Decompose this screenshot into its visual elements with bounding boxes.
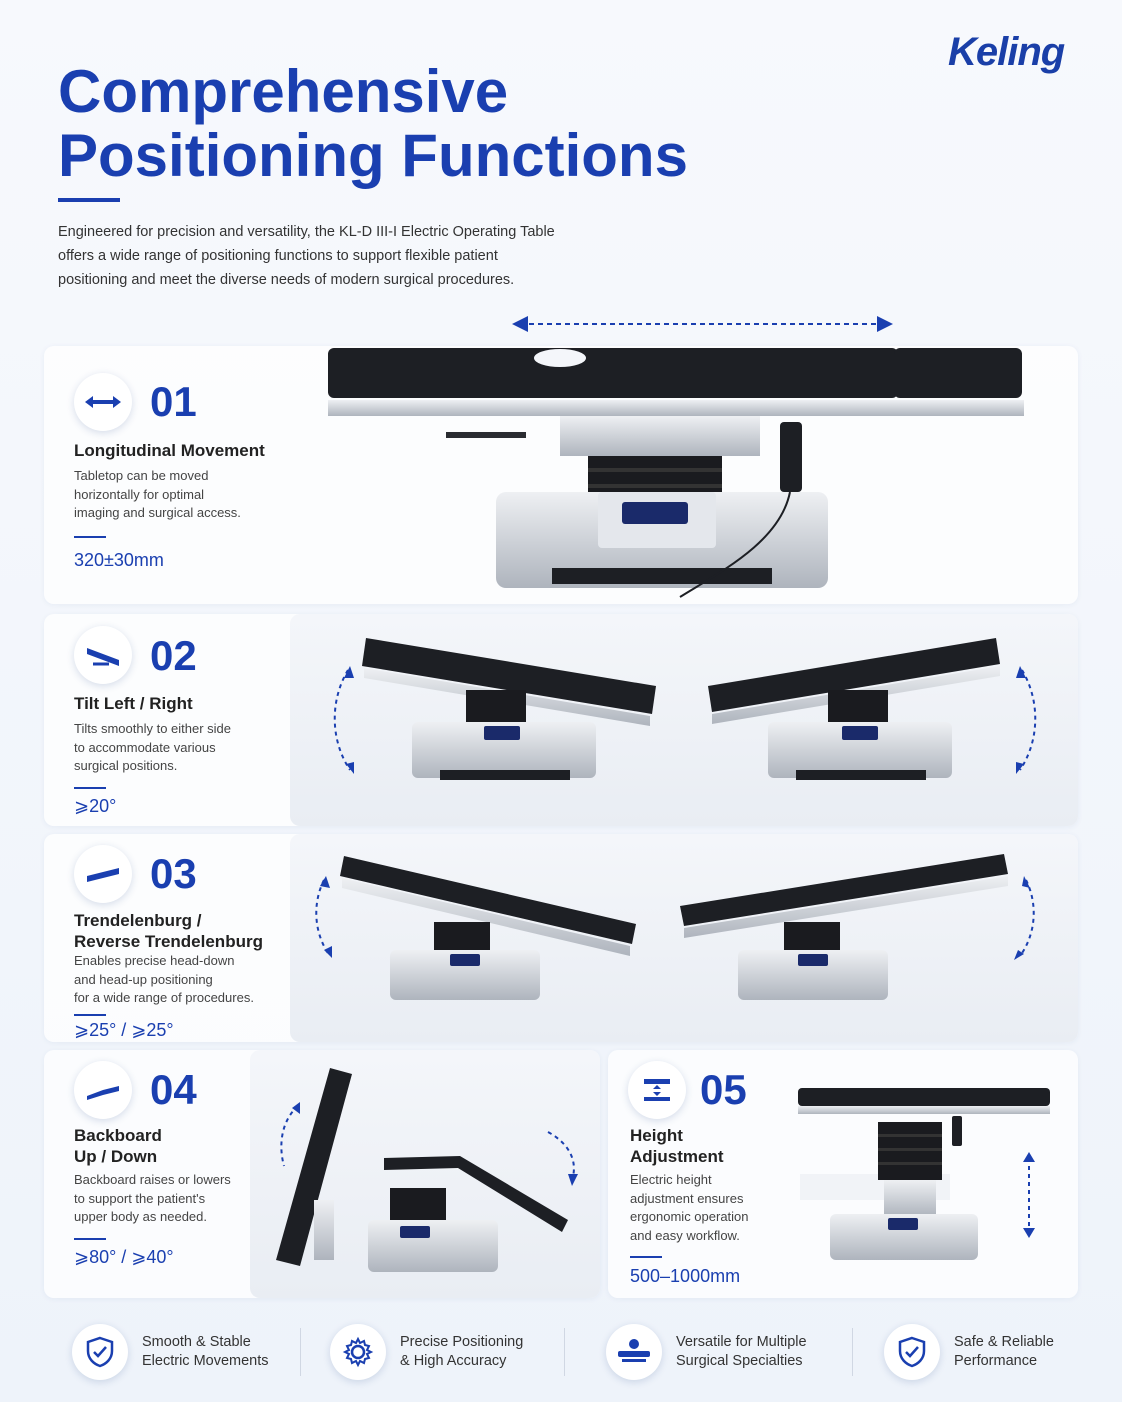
divider [852, 1328, 853, 1376]
operating-table-illustration-trendelenburg [315, 854, 1035, 1000]
trendelenburg-icon [74, 845, 132, 903]
benefit-line: Smooth & Stable [142, 1334, 251, 1350]
desc-line: horizontally for optimal [74, 486, 205, 502]
feature-name: Trendelenburg / Reverse Trendelenburg [74, 910, 263, 952]
feature-name: Height Adjustment [630, 1125, 724, 1167]
operating-table-illustration-longitudinal [328, 316, 1024, 598]
desc-line: ergonomic operation [630, 1209, 749, 1224]
feature-value: ⩾80° / ⩾40° [74, 1247, 174, 1267]
shield-check-icon [884, 1324, 940, 1380]
benefit-line: Safe & Reliable [954, 1334, 1054, 1350]
backboard-icon [74, 1061, 132, 1119]
value-divider [74, 787, 106, 789]
desc-line: upper body as needed. [74, 1209, 207, 1224]
gear-icon [330, 1324, 386, 1380]
divider [300, 1328, 301, 1376]
benefit-text: Safe & Reliable Performance [954, 1333, 1054, 1371]
intro-line-3: positioning and meet the diverse needs o… [58, 272, 515, 288]
feature-number: 02 [150, 632, 197, 679]
feature-value: ⩾20° [74, 796, 117, 816]
desc-line: Backboard raises or lowers [74, 1172, 231, 1187]
brand-logo: Keling [948, 30, 1065, 74]
divider [564, 1328, 565, 1376]
patient-table-icon [606, 1324, 662, 1380]
benefit-precise: Precise Positioning & High Accuracy [330, 1324, 523, 1380]
benefit-line: Performance [954, 1353, 1038, 1369]
feature-description: Tabletop can be moved horizontally for o… [74, 467, 241, 523]
name-line: Trendelenburg / [74, 911, 202, 930]
benefit-line: & High Accuracy [400, 1353, 507, 1369]
desc-line: to support the patient's [74, 1190, 206, 1206]
operating-table-illustration-tilt [333, 638, 1037, 780]
desc-line: to accommodate various [74, 739, 216, 755]
feature-description: Backboard raises or lowers to support th… [74, 1171, 231, 1227]
page-title: Comprehensive Positioning Functions [58, 60, 698, 188]
feature-description: Tilts smoothly to either side to accommo… [74, 720, 231, 776]
value-divider [74, 536, 106, 538]
desc-line: Electric height [630, 1172, 712, 1187]
desc-line: imaging and surgical access. [74, 505, 241, 520]
feature-name: Tilt Left / Right [74, 694, 193, 713]
desc-line: Enables precise head-down [74, 953, 235, 968]
desc-line: surgical positions. [74, 758, 178, 773]
operating-table-illustration-backboard [276, 1068, 578, 1272]
title-underline [58, 198, 120, 202]
feature-value: 500–1000mm [630, 1266, 741, 1286]
feature-number: 03 [150, 850, 197, 897]
desc-line: for a wide range of procedures. [74, 990, 254, 1005]
name-line: Reverse Trendelenburg [74, 932, 263, 951]
name-line: Up / Down [74, 1147, 158, 1166]
intro-line-1: Engineered for precision and versatility… [58, 224, 555, 240]
desc-line: and easy workflow. [630, 1227, 740, 1243]
benefit-line: Versatile for Multiple [676, 1334, 807, 1350]
feature-value: ⩾25° / ⩾25° [74, 1020, 174, 1040]
name-line: Backboard [74, 1126, 162, 1145]
feature-value: 320±30mm [74, 550, 164, 570]
benefit-text: Smooth & Stable Electric Movements [142, 1333, 269, 1371]
intro-text: Engineered for precision and versatility… [58, 220, 558, 292]
desc-line: Tilts smoothly to either side [74, 721, 232, 736]
benefit-versatile: Versatile for Multiple Surgical Specialt… [606, 1324, 807, 1380]
desc-line: adjustment ensures [630, 1190, 744, 1206]
name-line: Height [630, 1126, 683, 1145]
feature-description: Electric height adjustment ensures ergon… [630, 1171, 749, 1245]
shield-check-icon [72, 1324, 128, 1380]
name-line: Adjustment [630, 1147, 724, 1166]
feature-number: 01 [150, 378, 197, 425]
value-divider [630, 1256, 662, 1258]
feature-name: Backboard Up / Down [74, 1125, 162, 1167]
benefit-text: Precise Positioning & High Accuracy [400, 1333, 523, 1371]
intro-line-2: offers a wide range of positioning funct… [58, 248, 498, 264]
double-arrow-icon [74, 373, 132, 431]
desc-line: and head-up positioning [74, 971, 213, 987]
title-line-2: Positioning Functions [58, 122, 688, 189]
operating-table-illustration-height [798, 1088, 1050, 1260]
benefit-safe: Safe & Reliable Performance [884, 1324, 1054, 1380]
height-icon [628, 1061, 686, 1119]
value-divider [74, 1014, 106, 1016]
feature-name: Longitudinal Movement [74, 441, 265, 460]
benefit-line: Electric Movements [142, 1353, 269, 1369]
tilt-icon [74, 626, 132, 684]
value-divider [74, 1238, 106, 1240]
benefit-line: Precise Positioning [400, 1334, 524, 1350]
benefit-line: Surgical Specialties [676, 1353, 803, 1369]
desc-line: Tabletop can be moved [74, 468, 209, 483]
benefit-smooth: Smooth & Stable Electric Movements [72, 1324, 269, 1380]
feature-number: 05 [700, 1066, 747, 1113]
benefit-text: Versatile for Multiple Surgical Specialt… [676, 1333, 807, 1371]
feature-description: Enables precise head-down and head-up po… [74, 952, 254, 1008]
feature-number: 04 [150, 1066, 197, 1113]
title-line-1: Comprehensive [58, 58, 509, 125]
